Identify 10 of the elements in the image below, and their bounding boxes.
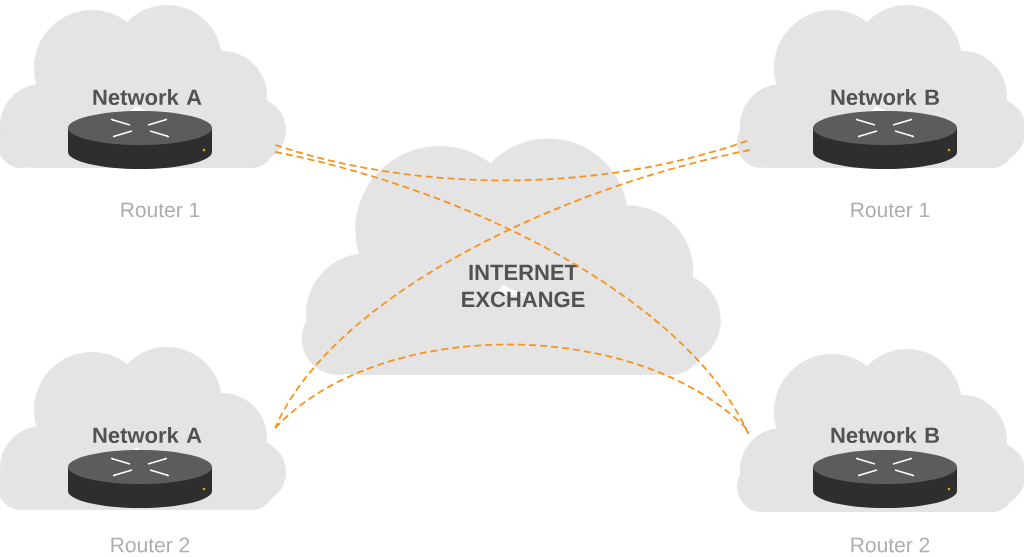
router-label: Router 2 (111, 537, 190, 553)
router-label: Router 2 (851, 537, 930, 553)
cloud-label: Network A (93, 426, 202, 444)
dashed-link (274, 343, 751, 433)
cloud-label: Network B (831, 88, 939, 106)
cloud-label: INTERNET EXCHANGE (462, 264, 585, 308)
cloud-label: Network B (831, 426, 939, 444)
cloud-label: Network A (93, 88, 202, 106)
router-label: Router 1 (851, 202, 930, 218)
router-label: Router 1 (121, 202, 200, 218)
